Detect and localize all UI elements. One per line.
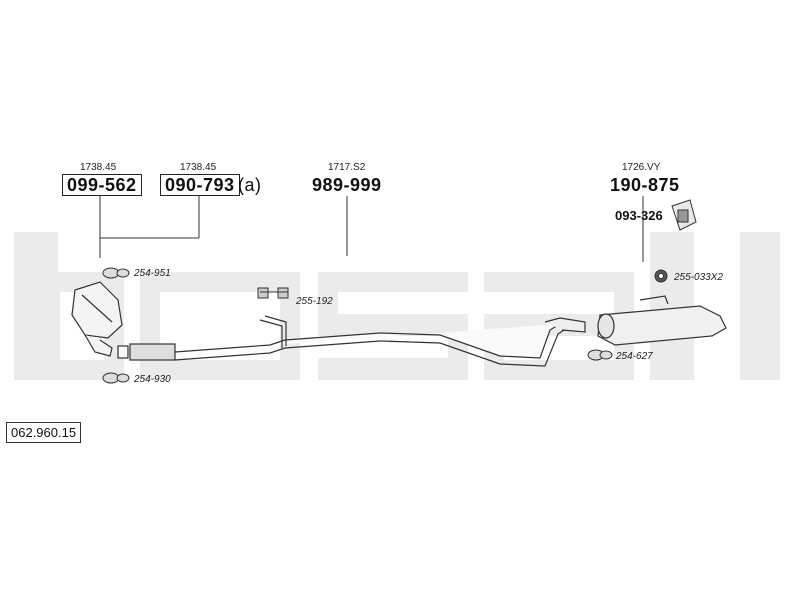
- part-sub-code: 1738.45: [80, 162, 117, 173]
- part-sub-code: 1738.45: [180, 162, 217, 173]
- clamp-254-627-drawing: [587, 349, 613, 361]
- part-number-box[interactable]: 090-793: [160, 174, 240, 196]
- accessory-label[interactable]: 254-951: [134, 268, 171, 279]
- part-number[interactable]: 093-326: [615, 208, 663, 223]
- exhaust-pipe-drawing: [117, 315, 586, 367]
- accessory-label[interactable]: 255-192: [296, 296, 333, 307]
- part-sub-code: 1726.VY: [622, 162, 661, 173]
- accessory-label[interactable]: 254-930: [134, 374, 171, 385]
- clamp-254-930-drawing: [102, 372, 130, 384]
- clamp-254-951-drawing: [102, 267, 130, 279]
- part-number[interactable]: 190-875: [610, 175, 680, 195]
- accessory-label[interactable]: 255-033X2: [674, 272, 723, 283]
- mount-093-326-drawing: [671, 199, 697, 231]
- bracket-255-192-drawing: [257, 287, 289, 299]
- rear-muffler-drawing: [597, 295, 727, 346]
- part-number-box[interactable]: 099-562: [62, 174, 142, 196]
- catalytic-converter-drawing: [71, 281, 123, 357]
- accessory-label[interactable]: 254-627: [616, 351, 653, 362]
- part-suffix: (a): [238, 175, 262, 195]
- rubber-mount-255-033-drawing: [654, 269, 668, 283]
- diagram-reference: 062.960.15: [6, 422, 82, 443]
- part-sub-code: 1717.S2: [328, 162, 366, 173]
- part-number[interactable]: 989-999: [312, 175, 382, 195]
